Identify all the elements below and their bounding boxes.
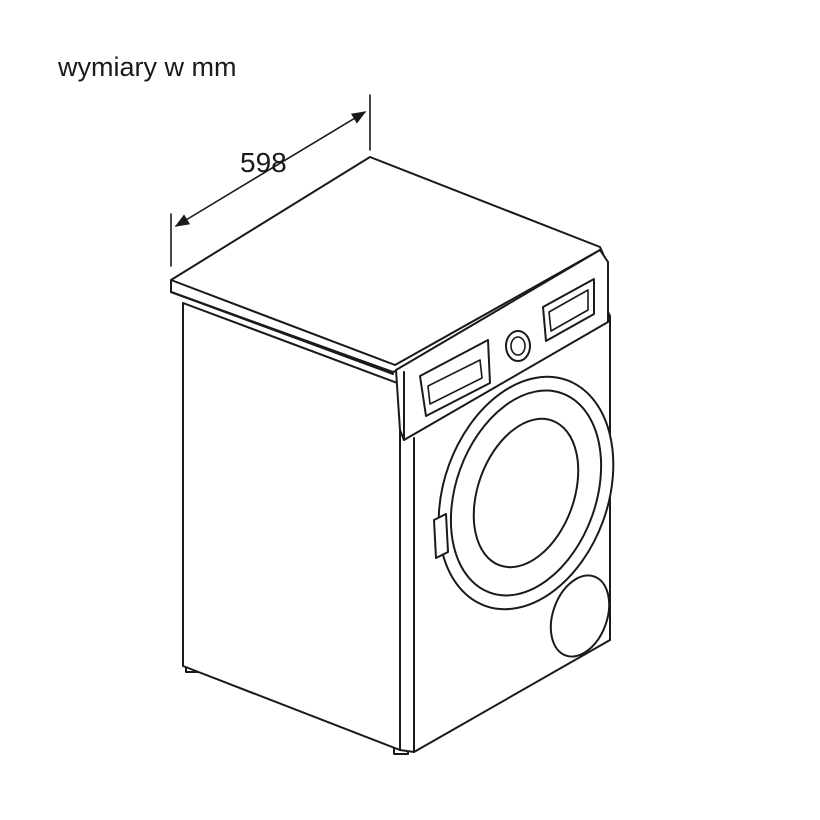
units-label: wymiary w mm — [58, 52, 237, 82]
door-handle — [433, 513, 449, 559]
side-panel — [182, 302, 401, 751]
washing-machine — [170, 156, 615, 755]
drawer-handle — [427, 359, 483, 405]
display-screen — [548, 289, 589, 332]
width-value: 598 — [240, 147, 287, 178]
program-knob — [505, 330, 531, 362]
door-ring — [449, 389, 603, 597]
width-dimension: 598 — [170, 94, 371, 267]
top-lid-lower-edge — [170, 291, 394, 375]
dimension-arrow — [174, 111, 367, 227]
top-lid-edge — [170, 249, 601, 366]
detergent-drawer — [419, 339, 491, 417]
service-hatch — [549, 574, 611, 658]
door-glass — [472, 417, 580, 569]
knob-center — [510, 336, 526, 356]
